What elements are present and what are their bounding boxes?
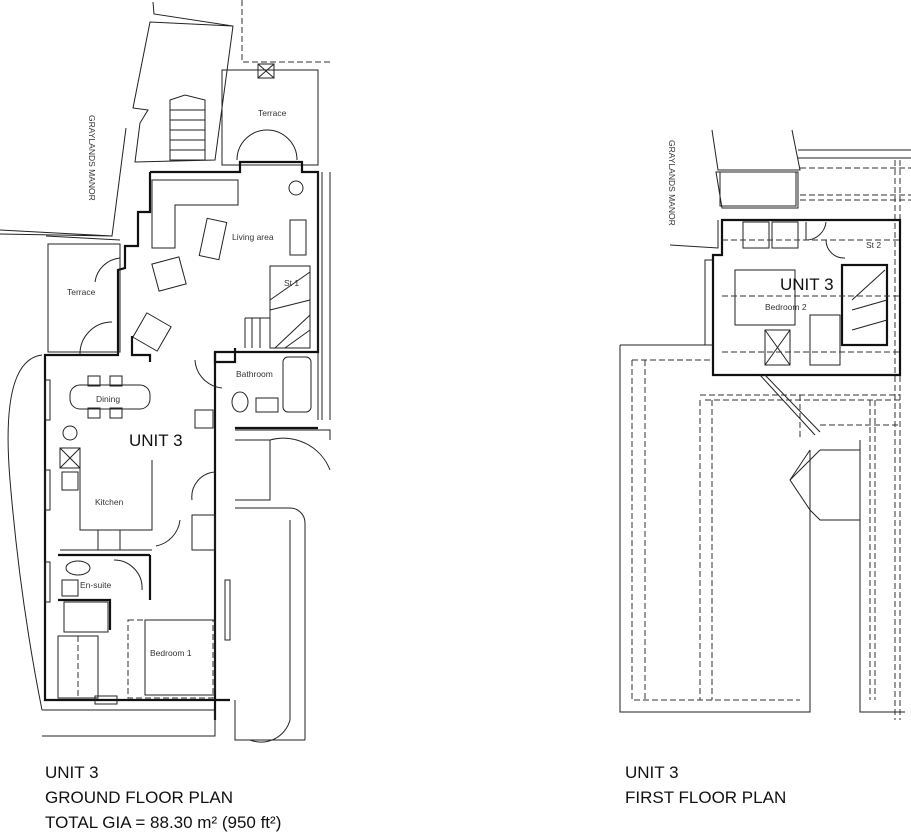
side-passage bbox=[235, 429, 331, 501]
toilet bbox=[65, 560, 91, 576]
caption-line: GROUND FLOOR PLAN bbox=[45, 788, 233, 807]
first-floor-plan: St 2 UNIT 3 Bedroom 2 GRAYLANDS MANOR bbox=[619, 129, 911, 720]
appliance-cross bbox=[59, 447, 81, 469]
double-bed bbox=[734, 269, 796, 326]
dining-chair bbox=[87, 407, 101, 419]
room-label-stair-2: St 2 bbox=[866, 240, 881, 250]
neighbour-boundary bbox=[669, 220, 719, 249]
room-label-living-area: Living area bbox=[232, 232, 274, 242]
hob-icon bbox=[97, 529, 121, 551]
bathroom-walls bbox=[213, 348, 318, 430]
vent-icon bbox=[257, 63, 275, 79]
stair-treads bbox=[851, 269, 888, 331]
window bbox=[44, 379, 51, 421]
side-path bbox=[234, 507, 306, 741]
hatched-chimney bbox=[719, 171, 797, 207]
caption-line: TOTAL GIA = 88.30 m² (950 ft²) bbox=[45, 813, 282, 832]
wardrobe bbox=[809, 314, 841, 366]
cupboard bbox=[191, 514, 216, 551]
garden-boundary bbox=[7, 354, 216, 737]
dining-chair bbox=[109, 407, 123, 419]
room-label-terrace-top: Terrace bbox=[258, 108, 287, 118]
armchair bbox=[132, 312, 172, 352]
caption-line: UNIT 3 bbox=[45, 763, 99, 782]
appliance bbox=[59, 447, 81, 469]
ground-floor-caption: UNIT 3 GROUND FLOOR PLAN TOTAL GIA = 88.… bbox=[45, 760, 281, 835]
rooflight bbox=[764, 329, 791, 366]
roof-dashed-lines bbox=[800, 160, 911, 720]
washbasin bbox=[255, 397, 279, 413]
door-swing bbox=[155, 471, 216, 547]
terrace-door-swing bbox=[79, 257, 121, 356]
caption-line: FIRST FLOOR PLAN bbox=[625, 788, 787, 807]
roof-hip-lines bbox=[759, 374, 821, 481]
room-label-kitchen: Kitchen bbox=[95, 497, 124, 507]
service-strip bbox=[317, 172, 331, 420]
double-bed bbox=[144, 619, 216, 696]
boundary-line bbox=[45, 235, 121, 241]
neighbour-outline bbox=[132, 1, 234, 163]
plant-icon bbox=[62, 425, 78, 441]
roof-dashed-lines bbox=[722, 239, 900, 353]
unit-label: UNIT 3 bbox=[129, 431, 183, 450]
bed-rug bbox=[127, 619, 214, 699]
path-curve bbox=[269, 437, 331, 471]
neighbour-label: GRAYLANDS MANOR bbox=[667, 140, 677, 226]
window bbox=[224, 579, 231, 641]
window bbox=[704, 259, 712, 346]
tv-unit bbox=[289, 219, 307, 256]
washbasin bbox=[61, 579, 79, 597]
coffee-table bbox=[198, 217, 228, 261]
room-label-bedroom-2: Bedroom 2 bbox=[765, 302, 807, 312]
terrace-top-tiles bbox=[221, 69, 319, 166]
en-suite-door-swing bbox=[113, 559, 143, 591]
vent-cross bbox=[257, 63, 275, 79]
path-curve bbox=[249, 520, 291, 743]
first-floor-caption: UNIT 3 FIRST FLOOR PLAN bbox=[625, 760, 786, 810]
unit-label: UNIT 3 bbox=[780, 275, 834, 294]
wall-right bbox=[150, 160, 320, 720]
dining-chair bbox=[109, 375, 123, 387]
stair-1 bbox=[269, 265, 311, 349]
ground-floor-plan: Terrace Living area St 1 Terrace Bathroo… bbox=[0, 0, 331, 743]
bathroom-door-swing bbox=[194, 359, 223, 389]
wardrobe bbox=[771, 221, 799, 249]
caption-line: UNIT 3 bbox=[625, 763, 679, 782]
en-suite-walls bbox=[58, 553, 152, 630]
window bbox=[44, 561, 51, 603]
rooflight-cross bbox=[764, 329, 791, 366]
armchair bbox=[151, 256, 187, 292]
plant-icon bbox=[288, 180, 304, 196]
neighbour-boundary bbox=[0, 127, 127, 237]
window bbox=[94, 695, 118, 705]
room-label-terrace-left: Terrace bbox=[67, 287, 96, 297]
first-floor-walls bbox=[711, 218, 902, 377]
neighbour-label: GRAYLANDS MANOR bbox=[87, 115, 97, 201]
shower bbox=[63, 601, 109, 633]
room-label-en-suite: En-suite bbox=[80, 580, 111, 590]
room-label-bathroom: Bathroom bbox=[236, 369, 273, 379]
room-label-dining: Dining bbox=[96, 394, 120, 404]
sink bbox=[61, 471, 79, 491]
room-label-stair-1: St 1 bbox=[284, 278, 299, 288]
toilet bbox=[231, 391, 249, 413]
roof-edge bbox=[798, 149, 911, 159]
terrace-door-swing bbox=[236, 129, 298, 161]
boundary-dashed bbox=[241, 0, 330, 63]
sofa bbox=[151, 179, 239, 249]
terrace-left-tiles bbox=[47, 243, 121, 353]
stair-treads bbox=[244, 271, 311, 349]
wall-segment bbox=[130, 336, 152, 362]
desk-chair bbox=[194, 409, 214, 429]
roof-dashed-lines bbox=[631, 359, 900, 701]
wardrobe bbox=[742, 221, 770, 249]
window bbox=[44, 469, 51, 511]
dining-chair bbox=[87, 375, 101, 387]
bathtub bbox=[282, 356, 312, 413]
room-label-bedroom-1: Bedroom 1 bbox=[150, 648, 192, 658]
stair-2 bbox=[840, 263, 889, 347]
neighbour-stair bbox=[169, 94, 206, 161]
neighbour-outline bbox=[711, 129, 801, 209]
